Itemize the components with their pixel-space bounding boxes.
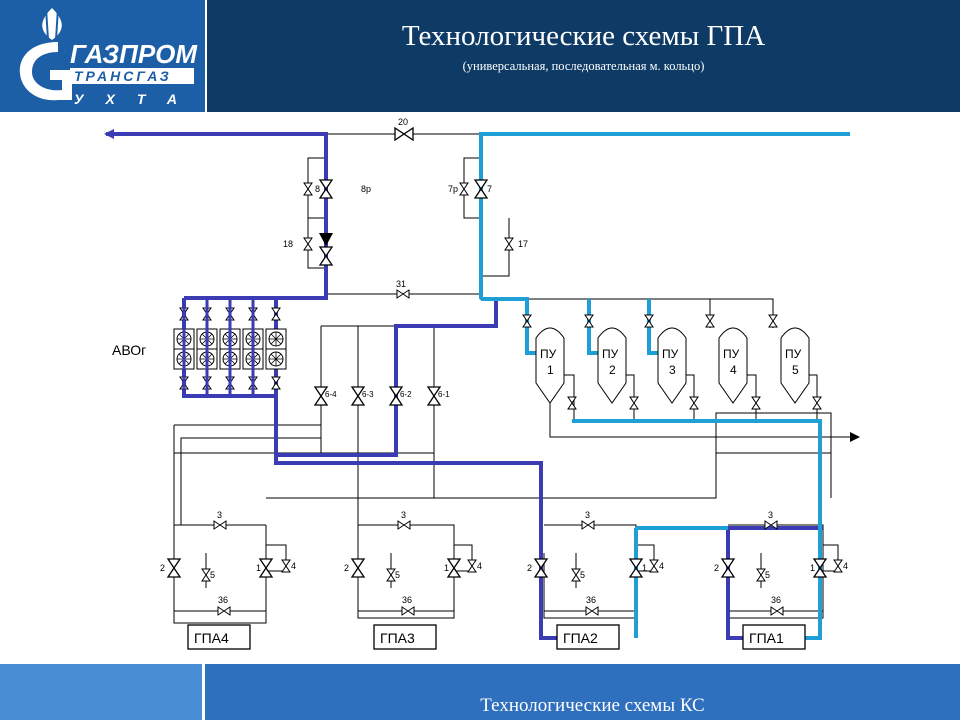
- svg-text:3: 3: [585, 510, 590, 520]
- valve-label-6-1: 6-1: [438, 390, 450, 399]
- logo-text-main: ГАЗПРОМ: [70, 39, 198, 69]
- footer-left-panel: [0, 664, 202, 720]
- check-valve-icon: [319, 233, 333, 246]
- svg-text:3: 3: [401, 510, 406, 520]
- svg-text:ГПА2: ГПА2: [563, 630, 598, 646]
- svg-text:36: 36: [218, 595, 228, 605]
- valve-icon: [319, 246, 333, 266]
- valve-8-icon: [319, 179, 333, 199]
- svg-text:1: 1: [444, 563, 449, 573]
- svg-text:36: 36: [771, 595, 781, 605]
- svg-text:ПУ: ПУ: [662, 347, 679, 361]
- gpa-scheme-diagram: 20 8 8р 7 7р 18 17 31 АВОг 6-4 6-3 6-2 6…: [104, 117, 860, 650]
- outlet-arrow: [850, 432, 860, 442]
- valve-7-icon: [474, 179, 488, 199]
- valve-label-6-3: 6-3: [362, 390, 374, 399]
- valve-label-17: 17: [518, 239, 528, 249]
- svg-text:2: 2: [160, 563, 165, 573]
- valve-label-8: 8: [315, 184, 320, 194]
- svg-text:2: 2: [527, 563, 532, 573]
- valve-17-icon: [504, 237, 514, 251]
- valve-20-icon: [394, 127, 414, 141]
- gazprom-logo: ГАЗПРОМ ТРАНСГАЗ УХТА: [19, 7, 199, 107]
- svg-text:2: 2: [344, 563, 349, 573]
- svg-text:4: 4: [477, 561, 482, 571]
- logo-text-ukhta: УХТА: [74, 91, 199, 107]
- svg-text:ПУ: ПУ: [540, 347, 557, 361]
- page-title: Технологические схемы ГПА: [401, 20, 766, 52]
- svg-text:5: 5: [765, 570, 770, 580]
- svg-text:3: 3: [217, 510, 222, 520]
- svg-text:5: 5: [580, 570, 585, 580]
- valve-label-7: 7: [487, 184, 492, 194]
- valve-label-6-4: 6-4: [325, 390, 337, 399]
- valve-label-31: 31: [396, 279, 406, 289]
- svg-text:1: 1: [256, 563, 261, 573]
- valve-label-6-2: 6-2: [400, 390, 412, 399]
- svg-text:4: 4: [730, 363, 737, 377]
- svg-text:ПУ: ПУ: [723, 347, 740, 361]
- gpa-unit-1: 3 2 1 4 5 36 ГПА1: [714, 510, 848, 650]
- valve-label-8r: 8р: [361, 184, 371, 194]
- svg-text:3: 3: [669, 363, 676, 377]
- svg-text:4: 4: [291, 561, 296, 571]
- gpa-unit-2: 3 2 1 4 5 36 ГПА2: [527, 510, 664, 650]
- svg-text:ГПА1: ГПА1: [749, 630, 784, 646]
- gpa-unit-4: 3 2 1 4 5 36 ГПА4: [160, 510, 296, 650]
- pu-unit-5: ПУ 5: [768, 314, 822, 410]
- svg-text:36: 36: [586, 595, 596, 605]
- svg-text:5: 5: [792, 363, 799, 377]
- svg-text:3: 3: [768, 510, 773, 520]
- svg-text:ГПА3: ГПА3: [380, 630, 415, 646]
- header-bar: [207, 0, 960, 112]
- svg-text:4: 4: [843, 561, 848, 571]
- gpa-unit-3: 3 2 1 4 5 36 ГПА3: [344, 510, 482, 650]
- svg-text:4: 4: [659, 561, 664, 571]
- pu-unit-1: ПУ 1: [522, 314, 577, 410]
- svg-text:36: 36: [402, 595, 412, 605]
- valve-31-icon: [396, 289, 410, 299]
- footer-bar: [205, 664, 960, 720]
- valve-18-icon: [303, 237, 313, 251]
- svg-text:1: 1: [547, 363, 554, 377]
- valve-label-20: 20: [398, 117, 408, 127]
- svg-text:1: 1: [810, 563, 815, 573]
- pu-unit-4: ПУ 4: [705, 314, 761, 410]
- svg-text:5: 5: [395, 570, 400, 580]
- page-subtitle: (универсальная, последовательная м. коль…: [462, 59, 705, 73]
- discharge-arrow: [104, 129, 114, 139]
- svg-text:ГПА4: ГПА4: [194, 630, 229, 646]
- avo-label: АВОг: [112, 342, 146, 358]
- svg-text:1: 1: [642, 563, 647, 573]
- valve-label-18: 18: [283, 239, 293, 249]
- svg-text:ПУ: ПУ: [785, 347, 802, 361]
- svg-text:2: 2: [609, 363, 616, 377]
- footer-title: Технологические схемы КС: [480, 695, 705, 716]
- svg-text:2: 2: [714, 563, 719, 573]
- valve-8r-icon: [303, 182, 313, 196]
- svg-text:ПУ: ПУ: [602, 347, 619, 361]
- svg-text:5: 5: [210, 570, 215, 580]
- valve-label-7r: 7р: [448, 184, 458, 194]
- valve-7r-icon: [459, 182, 469, 196]
- avo-cooler-block: [173, 298, 287, 396]
- logo-text-transgaz: ТРАНСГАЗ: [74, 68, 172, 84]
- pu-unit-2: ПУ 2: [584, 314, 639, 410]
- pu-unit-3: ПУ 3: [644, 314, 699, 410]
